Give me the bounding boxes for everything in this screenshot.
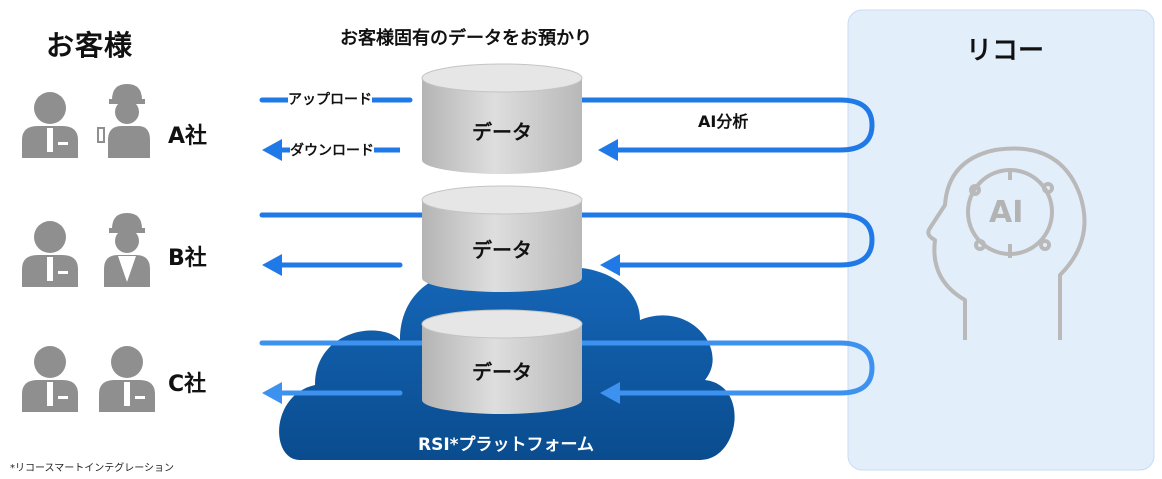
arrowhead-ai-b: [600, 254, 620, 276]
company-c-label: C社: [168, 372, 207, 397]
company-b-label: B社: [168, 246, 207, 271]
worker-plug-icon: [97, 84, 150, 158]
businessperson-icon: [22, 92, 78, 158]
database-b: [421, 185, 583, 292]
company-a-label: A社: [168, 124, 208, 149]
database-c: [421, 309, 583, 414]
arrowhead-download-b: [262, 254, 282, 276]
database-a: [421, 63, 583, 174]
footnote: *リコースマートインテグレーション: [10, 463, 174, 474]
download-label: ダウンロード: [290, 140, 374, 160]
arrowhead-download-c: [262, 382, 282, 404]
database-b-label: データ: [472, 238, 532, 262]
businessperson-icon: [99, 346, 155, 412]
ai-head-icon: [926, 146, 1087, 340]
ricoh-heading: リコー: [966, 36, 1045, 66]
arrowhead-ai-a: [598, 139, 618, 161]
worker-helmet-icon: [104, 213, 150, 287]
upload-label: アップロード: [288, 89, 372, 109]
businessperson-icon: [22, 221, 78, 287]
database-c-label: データ: [472, 360, 532, 384]
ai-analysis-label: AI分析: [698, 112, 749, 131]
arrowhead-ai-c: [600, 382, 620, 404]
ai-head-text: AI: [989, 195, 1024, 230]
database-a-label: データ: [472, 120, 532, 144]
ricoh-panel: [847, 9, 1155, 471]
businessperson-icon: [22, 346, 78, 412]
rsi-platform-label: RSI*プラットフォーム: [418, 435, 595, 455]
arrowhead-download-a: [262, 139, 282, 161]
customers-heading: お客様: [46, 29, 134, 62]
data-custody-heading: お客様固有のデータをお預かり: [340, 28, 592, 49]
